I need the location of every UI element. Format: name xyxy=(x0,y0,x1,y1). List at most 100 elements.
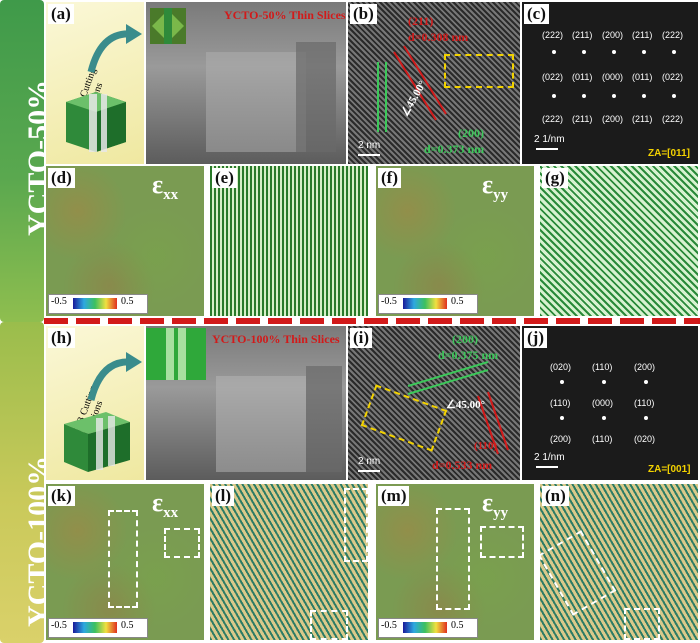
panel-i-hrtem: (i) (200) d=0.375 nm ∠45.00° (110) d=0.5… xyxy=(348,326,520,480)
spot-label: (200) xyxy=(602,30,624,40)
scale-label: 2 1/nm xyxy=(534,452,565,463)
spot-label: (200) xyxy=(602,114,624,124)
spot-label: (110) xyxy=(550,398,571,408)
zone-axis-label: ZA=[011] xyxy=(648,148,690,159)
scale-label: 2 nm xyxy=(358,456,381,467)
panel-label: (m) xyxy=(378,486,410,506)
panel-g-fringes: (g) xyxy=(540,166,698,316)
panel-h-sem: YCTO-100% Thin Slices xyxy=(146,326,346,480)
panel-label: (a) xyxy=(48,4,74,24)
defect-box xyxy=(436,508,470,610)
plane-label: (110) xyxy=(474,440,498,452)
scale-bar xyxy=(358,470,380,472)
slice-title: YCTO-100% Thin Slices xyxy=(212,332,340,346)
spot-label: (211) xyxy=(572,114,593,124)
scale-label: 2 1/nm xyxy=(534,134,565,145)
panel-n-fringes: (n) xyxy=(540,484,698,640)
defect-box xyxy=(310,610,348,640)
panel-a-schematic: (a) FIB Cutting Positions xyxy=(46,2,144,164)
arrow-icon xyxy=(87,352,142,401)
highlight-box xyxy=(444,54,514,88)
cube-icon xyxy=(66,92,126,152)
d-spacing-label: d=0.375 nm xyxy=(438,348,499,362)
panel-label: (n) xyxy=(542,486,569,506)
defect-box xyxy=(624,608,660,640)
panel-label: (g) xyxy=(542,168,568,188)
panel-e-fringes: (e) xyxy=(210,166,368,316)
panel-l-fringes: (l) xyxy=(210,484,368,640)
spot-label: (222) xyxy=(662,114,684,124)
epsilon-xx-label: εxx xyxy=(152,170,179,204)
cube-inset-icon xyxy=(150,8,186,44)
panel-label: (c) xyxy=(524,4,549,24)
spot-label: (222) xyxy=(542,30,564,40)
panel-label: (d) xyxy=(48,168,75,188)
panel-a-sem: YCTO-50% Thin Slices xyxy=(146,2,346,164)
panel-h-schematic: (h) FIB Cutting Positions xyxy=(46,326,144,480)
d-spacing-label: d=0.533 nm xyxy=(432,458,493,472)
spot-label: (200) xyxy=(550,434,572,444)
panel-b-hrtem: (b) (211) d=0.308 nm ∠45.00° (200) d=0.3… xyxy=(348,2,520,164)
lattice-lines xyxy=(377,45,447,132)
spot-label: (022) xyxy=(542,72,564,82)
spot-label: (011) xyxy=(632,72,653,82)
scale-bar xyxy=(536,466,558,468)
spot-label: (211) xyxy=(632,114,653,124)
defect-box xyxy=(108,510,138,608)
spot-label: (022) xyxy=(662,72,684,82)
spot-label: (211) xyxy=(632,30,653,40)
spot-label: (020) xyxy=(550,362,572,372)
spot-label: (000) xyxy=(592,398,614,408)
zone-axis-label: ZA=[001] xyxy=(648,464,691,475)
cube-inset-icon xyxy=(146,328,206,380)
panel-label: (l) xyxy=(212,486,235,506)
section-divider xyxy=(44,318,700,324)
spot-label: (020) xyxy=(634,434,656,444)
defect-box xyxy=(480,526,524,558)
d-spacing-label: d=0.373 nm xyxy=(424,142,485,156)
scale-label: 2 nm xyxy=(358,140,381,151)
plane-label: (211) xyxy=(408,14,434,28)
panel-label: (j) xyxy=(524,328,547,348)
panel-label: (k) xyxy=(48,486,75,506)
spot-label: (222) xyxy=(662,30,684,40)
scale-bar xyxy=(358,154,380,156)
panel-label: (i) xyxy=(350,328,373,348)
slice-title: YCTO-50% Thin Slices xyxy=(224,8,346,22)
panel-j-saed: (j) (020) (110) (200) (110) (000) (110) … xyxy=(522,326,698,480)
defect-box xyxy=(344,488,368,562)
plane-label: (200) xyxy=(452,332,478,346)
defect-box xyxy=(540,530,617,616)
panel-label: (f) xyxy=(378,168,401,188)
plane-label: (200) xyxy=(458,126,484,140)
angle-label: ∠45.00° xyxy=(446,399,486,411)
panel-label: (h) xyxy=(48,328,75,348)
scale-bar xyxy=(536,148,558,150)
spot-label: (211) xyxy=(572,30,593,40)
spot-label: (000) xyxy=(602,72,624,82)
arrow-icon xyxy=(87,24,142,73)
spot-label: (222) xyxy=(542,114,564,124)
lattice-lines xyxy=(407,361,509,455)
panel-c-saed: (c) (222) (211) (200) (211) (222) (022) … xyxy=(522,2,698,164)
defect-box xyxy=(164,528,200,558)
panel-label: (e) xyxy=(212,168,237,188)
epsilon-xx-label: εxx xyxy=(152,488,179,522)
sidebar-ycto50: YCTO-50% xyxy=(0,0,55,322)
sidebar-ycto100: YCTO-100% xyxy=(0,322,55,643)
spot-label: (110) xyxy=(634,398,655,408)
epsilon-yy-label: εyy xyxy=(482,170,509,204)
spot-label: (011) xyxy=(572,72,593,82)
d-spacing-label: d=0.308 nm xyxy=(408,30,469,44)
epsilon-yy-label: εyy xyxy=(482,488,509,522)
spot-label: (110) xyxy=(592,362,613,372)
cube-icon xyxy=(64,412,130,472)
